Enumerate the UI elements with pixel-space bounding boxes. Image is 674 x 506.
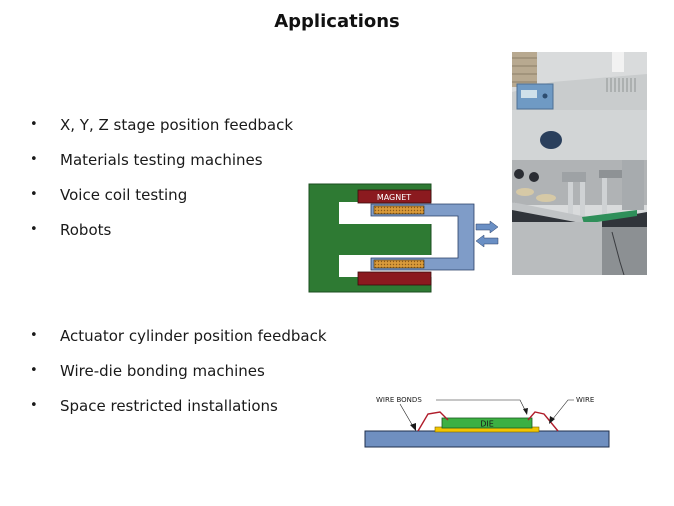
machine-photo — [512, 52, 647, 275]
voice-coil-diagram: MAGNET — [308, 183, 499, 293]
bullet-text: Materials testing machines — [60, 151, 263, 169]
arrow-right-icon — [475, 220, 499, 234]
slide-title: Applications — [274, 11, 400, 32]
arrowhead-icon — [549, 416, 555, 424]
upper-magnet — [357, 189, 432, 204]
bullet-text: Voice coil testing — [60, 186, 188, 204]
bullet-icon: • — [30, 363, 38, 378]
die — [441, 417, 533, 429]
wire-label: WIRE — [576, 396, 594, 404]
lower-winding — [373, 259, 425, 269]
bullet-text: X, Y, Z stage position feedback — [60, 116, 294, 134]
arrow-left-icon — [475, 234, 499, 248]
wire-bond-diagram: DIE WIRE BONDS WIRE — [364, 396, 610, 448]
arrowhead-icon — [523, 408, 528, 415]
bullet-text: Space restricted installations — [60, 397, 278, 415]
substrate — [364, 430, 610, 448]
die-label: DIE — [480, 420, 494, 429]
upper-winding — [373, 205, 425, 215]
bullet-text: Actuator cylinder position feedback — [60, 327, 327, 345]
right-wire — [527, 411, 559, 432]
bullet-text: Robots — [60, 221, 112, 239]
arrowhead-icon — [410, 423, 416, 431]
bullet-text: Wire-die bonding machines — [60, 362, 265, 380]
lower-magnet — [357, 271, 432, 286]
magnet-label: MAGNET — [377, 193, 411, 202]
bullet-icon: • — [30, 222, 38, 237]
left-wire — [417, 411, 449, 432]
bullet-icon: • — [30, 117, 38, 132]
wire-bonds-label: WIRE BONDS — [376, 396, 422, 404]
bullet-icon: • — [30, 187, 38, 202]
bullet-icon: • — [30, 328, 38, 343]
bullet-icon: • — [30, 152, 38, 167]
bullet-icon: • — [30, 398, 38, 413]
